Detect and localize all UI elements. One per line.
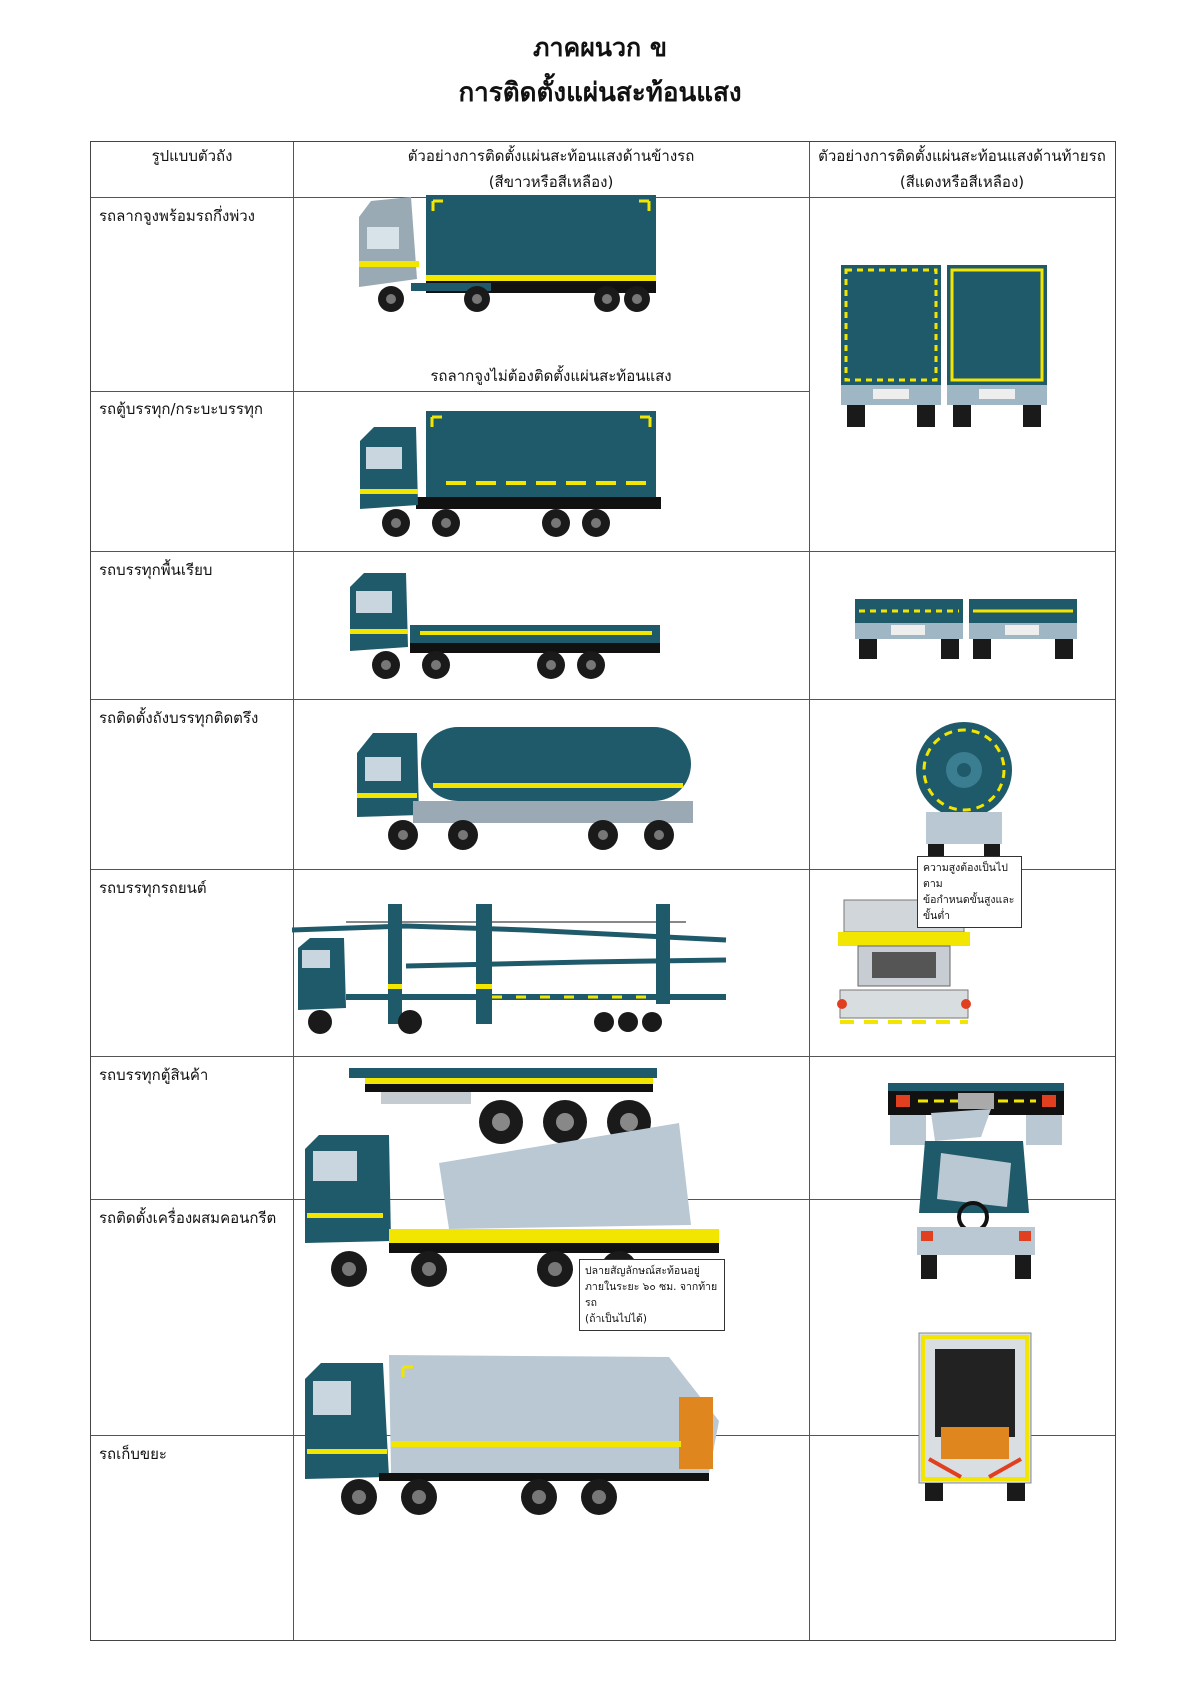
side-mixer-illustration (299, 1109, 729, 1309)
row-label-tanker: รถติดตั้งถังบรรทุกติดตรึง (99, 709, 259, 727)
side-tanker-illustration (353, 717, 703, 857)
row-label-flatbed: รถบรรทุกพื้นเรียบ (99, 561, 213, 579)
header-rear: ตัวอย่างการติดตั้งแผ่นสะท้อนแสงด้านท้ายร… (818, 147, 1106, 165)
rear-box-illustration (833, 257, 1098, 437)
header-rear-note: (สีแดงหรือสีเหลือง) (899, 173, 1025, 191)
row-label-semitrailer: รถลากจูงพร้อมรถกึ่งพ่วง (99, 207, 255, 225)
side-callout-line-3: (ถ้าเป็นไปได้) (585, 1313, 647, 1325)
rear-height-callout: ความสูงต้องเป็นไปตาม ข้อกำหนดขั้นสูงและข… (917, 856, 1022, 928)
rear-flatbed-illustration (833, 587, 1098, 687)
row-label-box-truck: รถตู้บรรทุก/กระบะบรรทุก (99, 400, 263, 418)
side-garbage-truck-illustration (299, 1337, 729, 1527)
rear-callout-line-1: ความสูงต้องเป็นไปตาม (923, 862, 1008, 890)
side-container-trailer-illustration (341, 1062, 671, 1182)
rear-tanker-illustration (904, 712, 1024, 862)
side-flatbed-illustration (346, 567, 676, 687)
page-title: ภาคผนวก ข (533, 33, 667, 62)
side-mixer-callout: ปลายสัญลักษณ์สะท้อนอยู่ ภายในระยะ ๖๐ ซม.… (579, 1259, 725, 1331)
side-car-carrier-illustration (286, 882, 736, 1052)
side-semitrailer-illustration (351, 187, 671, 322)
row-label-container: รถบรรทุกตู้สินค้า (99, 1066, 209, 1084)
row-label-garbage: รถเก็บขยะ (99, 1445, 167, 1463)
row-label-mixer: รถติดตั้งเครื่องผสมคอนกรีต (99, 1209, 277, 1227)
rear-callout-line-2: ข้อกำหนดขั้นสูงและขั้นต่ำ (923, 894, 1015, 922)
side-callout-line-1: ปลายสัญลักษณ์สะท้อนอยู่ (585, 1265, 700, 1277)
rear-garbage-truck-illustration (913, 1327, 1038, 1507)
rear-mixer-illustration (911, 1107, 1041, 1287)
side-box-truck-illustration (356, 405, 676, 545)
page-subtitle: การติดตั้งแผ่นสะท้อนแสง (458, 78, 742, 108)
reflector-table: รูปแบบตัวถัง ตัวอย่างการติดตั้งแผ่นสะท้อ… (90, 141, 1116, 1641)
header-side: ตัวอย่างการติดตั้งแผ่นสะท้อนแสงด้านข้างร… (407, 147, 695, 165)
header-side-note: (สีขาวหรือสีเหลือง) (488, 173, 614, 191)
row-label-car-carrier: รถบรรทุกรถยนต์ (99, 879, 207, 897)
rear-container-illustration (886, 1077, 1066, 1167)
tractor-note: รถลากจูงไม่ต้องติดตั้งแผ่นสะท้อนแสง (430, 367, 672, 385)
header-body-type: รูปแบบตัวถัง (151, 147, 233, 165)
side-callout-line-2: ภายในระยะ ๖๐ ซม. จากท้ายรถ (585, 1281, 718, 1309)
